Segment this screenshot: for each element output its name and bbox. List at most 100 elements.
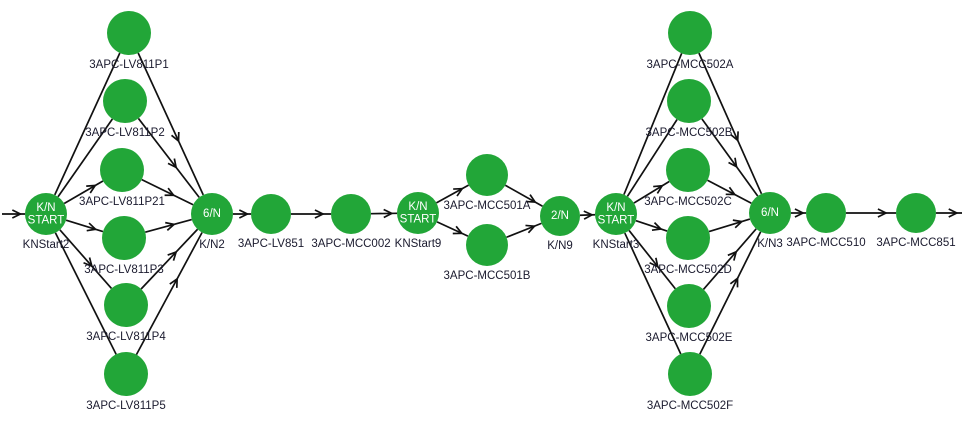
edge-start2-to-lv811p2[interactable] (57, 118, 114, 198)
edge-lv811p2-to-kn2[interactable] (137, 117, 200, 198)
edge-mcc502c-to-kn3[interactable] (707, 179, 752, 205)
edge-start2-to-lv811p1[interactable] (53, 52, 121, 196)
arrow-head-icon (383, 208, 394, 219)
edge-kn3-to-mcc510[interactable] (791, 208, 806, 218)
node-mcc502a[interactable] (668, 11, 712, 55)
edge-mcc502d-to-kn3[interactable] (708, 218, 751, 233)
node-circle-plain[interactable] (251, 194, 291, 234)
node-circle-gate[interactable] (191, 193, 233, 235)
edge-start3-to-mcc502d[interactable] (635, 219, 668, 232)
node-circle-plain[interactable] (668, 11, 712, 55)
arrow-head-icon (167, 250, 178, 261)
node-circle-plain[interactable] (667, 79, 711, 123)
node-circle-plain[interactable] (331, 194, 371, 234)
edge-mcc502e-to-kn3[interactable] (702, 228, 757, 290)
edge-start2-to-lv811p4[interactable] (59, 229, 113, 290)
node-lv811p5[interactable] (104, 352, 148, 396)
edge-start2-to-lv811p5[interactable] (54, 232, 117, 355)
arrow-head-icon (83, 257, 94, 268)
node-mcc002[interactable] (331, 194, 371, 234)
node-kn3[interactable]: 6/N (749, 192, 791, 234)
edge-start3-to-mcc502e[interactable] (628, 229, 676, 290)
node-circle-plain[interactable] (466, 154, 508, 196)
node-mcc510[interactable] (806, 193, 846, 233)
arrow-head-icon (11, 209, 23, 219)
node-circle-plain[interactable] (896, 193, 936, 233)
node-label-lv811p3: 3APC-LV811P3 (84, 264, 163, 276)
node-circle-plain[interactable] (103, 79, 147, 123)
edge-lv811p1-to-kn2[interactable] (137, 52, 205, 196)
edge-lv851-to-mcc002[interactable] (291, 209, 331, 219)
node-kn9[interactable]: 2/N (540, 196, 580, 236)
node-circle-plain[interactable] (104, 352, 148, 396)
node-label-start9: KNStart9 (395, 238, 442, 250)
node-circle-start[interactable] (595, 193, 637, 235)
edge-start3-to-mcc502c[interactable] (633, 180, 670, 204)
node-lv811p2[interactable] (103, 79, 147, 123)
edge-line (626, 119, 678, 197)
edge-lv811p4-to-kn2[interactable] (140, 228, 199, 290)
arrow-head-icon (453, 187, 464, 197)
edge-kn2-to-lv851[interactable] (233, 209, 251, 219)
node-lv811p21[interactable] (100, 148, 144, 192)
node-circle-plain[interactable] (806, 193, 846, 233)
node-mcc502e[interactable] (667, 284, 711, 328)
node-lv851[interactable] (251, 194, 291, 234)
node-circle-plain[interactable] (466, 224, 508, 266)
node-circle-start[interactable] (397, 192, 439, 234)
node-mcc501b[interactable] (466, 224, 508, 266)
node-mcc502c[interactable] (666, 148, 710, 192)
edge-start3-to-mcc502f[interactable] (624, 232, 682, 355)
node-circle-plain[interactable] (104, 283, 148, 327)
edge-start3-to-mcc502b[interactable] (626, 119, 678, 197)
node-circle-plain[interactable] (666, 148, 710, 192)
node-circle-plain[interactable] (668, 352, 712, 396)
node-label-kn3: K/N3 (757, 238, 783, 250)
node-circle-gate[interactable] (540, 196, 580, 236)
node-circle-gate[interactable] (749, 192, 791, 234)
node-kn2[interactable]: 6/N (191, 193, 233, 235)
edge-lv811p21-to-kn2[interactable] (141, 178, 194, 206)
edge-start3-to-mcc502a[interactable] (623, 53, 683, 195)
edge-start9-to-mcc501a[interactable] (435, 184, 470, 204)
node-circle-plain[interactable] (666, 216, 710, 260)
node-circle-plain[interactable] (667, 284, 711, 328)
node-lv811p4[interactable] (104, 283, 148, 327)
edge-mcc502a-to-kn3[interactable] (698, 52, 763, 195)
node-mcc502b[interactable] (667, 79, 711, 123)
node-lv811p3[interactable] (102, 216, 146, 260)
node-circle-plain[interactable] (100, 148, 144, 192)
edge-mcc851-to-exit_right[interactable] (936, 208, 962, 218)
node-mcc501a[interactable] (466, 154, 508, 196)
edge-mcc501b-to-kn9[interactable] (506, 222, 542, 239)
edge-entry_left-to-start2[interactable] (2, 209, 25, 219)
edge-line (53, 52, 121, 196)
edge-layer (2, 52, 962, 356)
edge-mcc502b-to-kn3[interactable] (701, 118, 759, 197)
edge-mcc502f-to-kn3[interactable] (699, 231, 762, 355)
edge-lv811p3-to-kn2[interactable] (145, 218, 192, 234)
edge-start2-to-lv811p21[interactable] (63, 180, 104, 205)
node-circle-start[interactable] (25, 193, 67, 235)
node-lv811p1[interactable] (107, 11, 151, 55)
node-mcc502f[interactable] (668, 352, 712, 396)
edge-start2-to-lv811p3[interactable] (65, 219, 104, 233)
edge-line (145, 218, 192, 234)
node-mcc502d[interactable] (666, 216, 710, 260)
node-mcc851[interactable] (896, 193, 936, 233)
edge-start9-to-mcc501b[interactable] (436, 221, 469, 237)
node-label-lv811p4: 3APC-LV811P4 (86, 331, 166, 343)
node-circle-plain[interactable] (102, 216, 146, 260)
arrow-head-icon (794, 208, 805, 218)
edge-mcc501a-to-kn9[interactable] (504, 184, 543, 207)
edge-mcc002-to-start9[interactable] (370, 208, 398, 219)
edge-mcc510-to-mcc851[interactable] (846, 208, 896, 218)
edge-kn9-to-start3[interactable] (579, 210, 596, 220)
arrow-head-icon (729, 276, 739, 288)
node-circle-plain[interactable] (107, 11, 151, 55)
edge-lv811p5-to-kn2[interactable] (135, 232, 203, 356)
